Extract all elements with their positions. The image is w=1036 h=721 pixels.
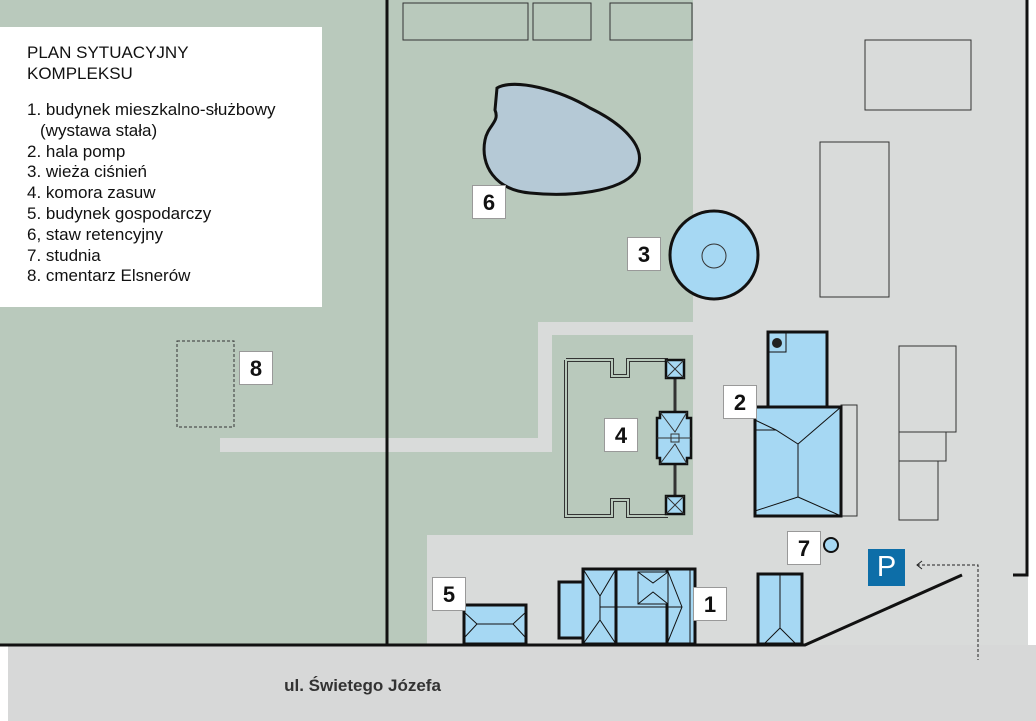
legend-item: 3. wieża ciśnień [27, 162, 148, 182]
legend-item: 5. budynek gospodarczy [27, 203, 212, 223]
legend-item: 1. budynek mieszkalno-służbowy [27, 100, 276, 119]
legend-title-line: KOMPLEKSU [27, 64, 133, 83]
marker-3: 3 [627, 237, 661, 271]
road [8, 645, 1036, 721]
legend-item: 2. hala pomp [27, 141, 126, 161]
marker-6: 6 [472, 185, 506, 219]
legend-item: 6, staw retencyjny [27, 224, 164, 244]
pump-hall [753, 330, 843, 518]
valve-chamber [564, 358, 693, 518]
legend-title: PLAN SYTUACYJNY KOMPLEKSU [27, 42, 189, 84]
legend-item: 7. studnia [27, 245, 101, 265]
legend-panel: PLAN SYTUACYJNY KOMPLEKSU 1. budynek mie… [0, 27, 322, 307]
marker-2: 2 [723, 385, 757, 419]
marker-1: 1 [693, 587, 727, 621]
legend-item: (wystawa stała) [40, 120, 158, 140]
water-tower [668, 209, 760, 301]
path [538, 322, 693, 335]
marker-8: 8 [239, 351, 273, 385]
legend-item: 8. cmentarz Elsnerów [27, 266, 191, 286]
utility-building [462, 603, 528, 646]
street-name: ul. Świetego Józefa [284, 676, 441, 695]
marker-4: 4 [604, 418, 638, 452]
gate-building [756, 572, 804, 646]
marker-7: 7 [787, 531, 821, 565]
legend-title-line: PLAN SYTUACYJNY [27, 43, 189, 62]
legend-item: 4. komora zasuw [27, 183, 156, 203]
pond [482, 82, 641, 196]
residential-building [557, 567, 697, 646]
legend-list: 1. budynek mieszkalno-służbowy (wystawa … [27, 100, 276, 287]
well [823, 537, 839, 553]
marker-5: 5 [432, 577, 466, 611]
parking-sign: P [868, 549, 905, 586]
